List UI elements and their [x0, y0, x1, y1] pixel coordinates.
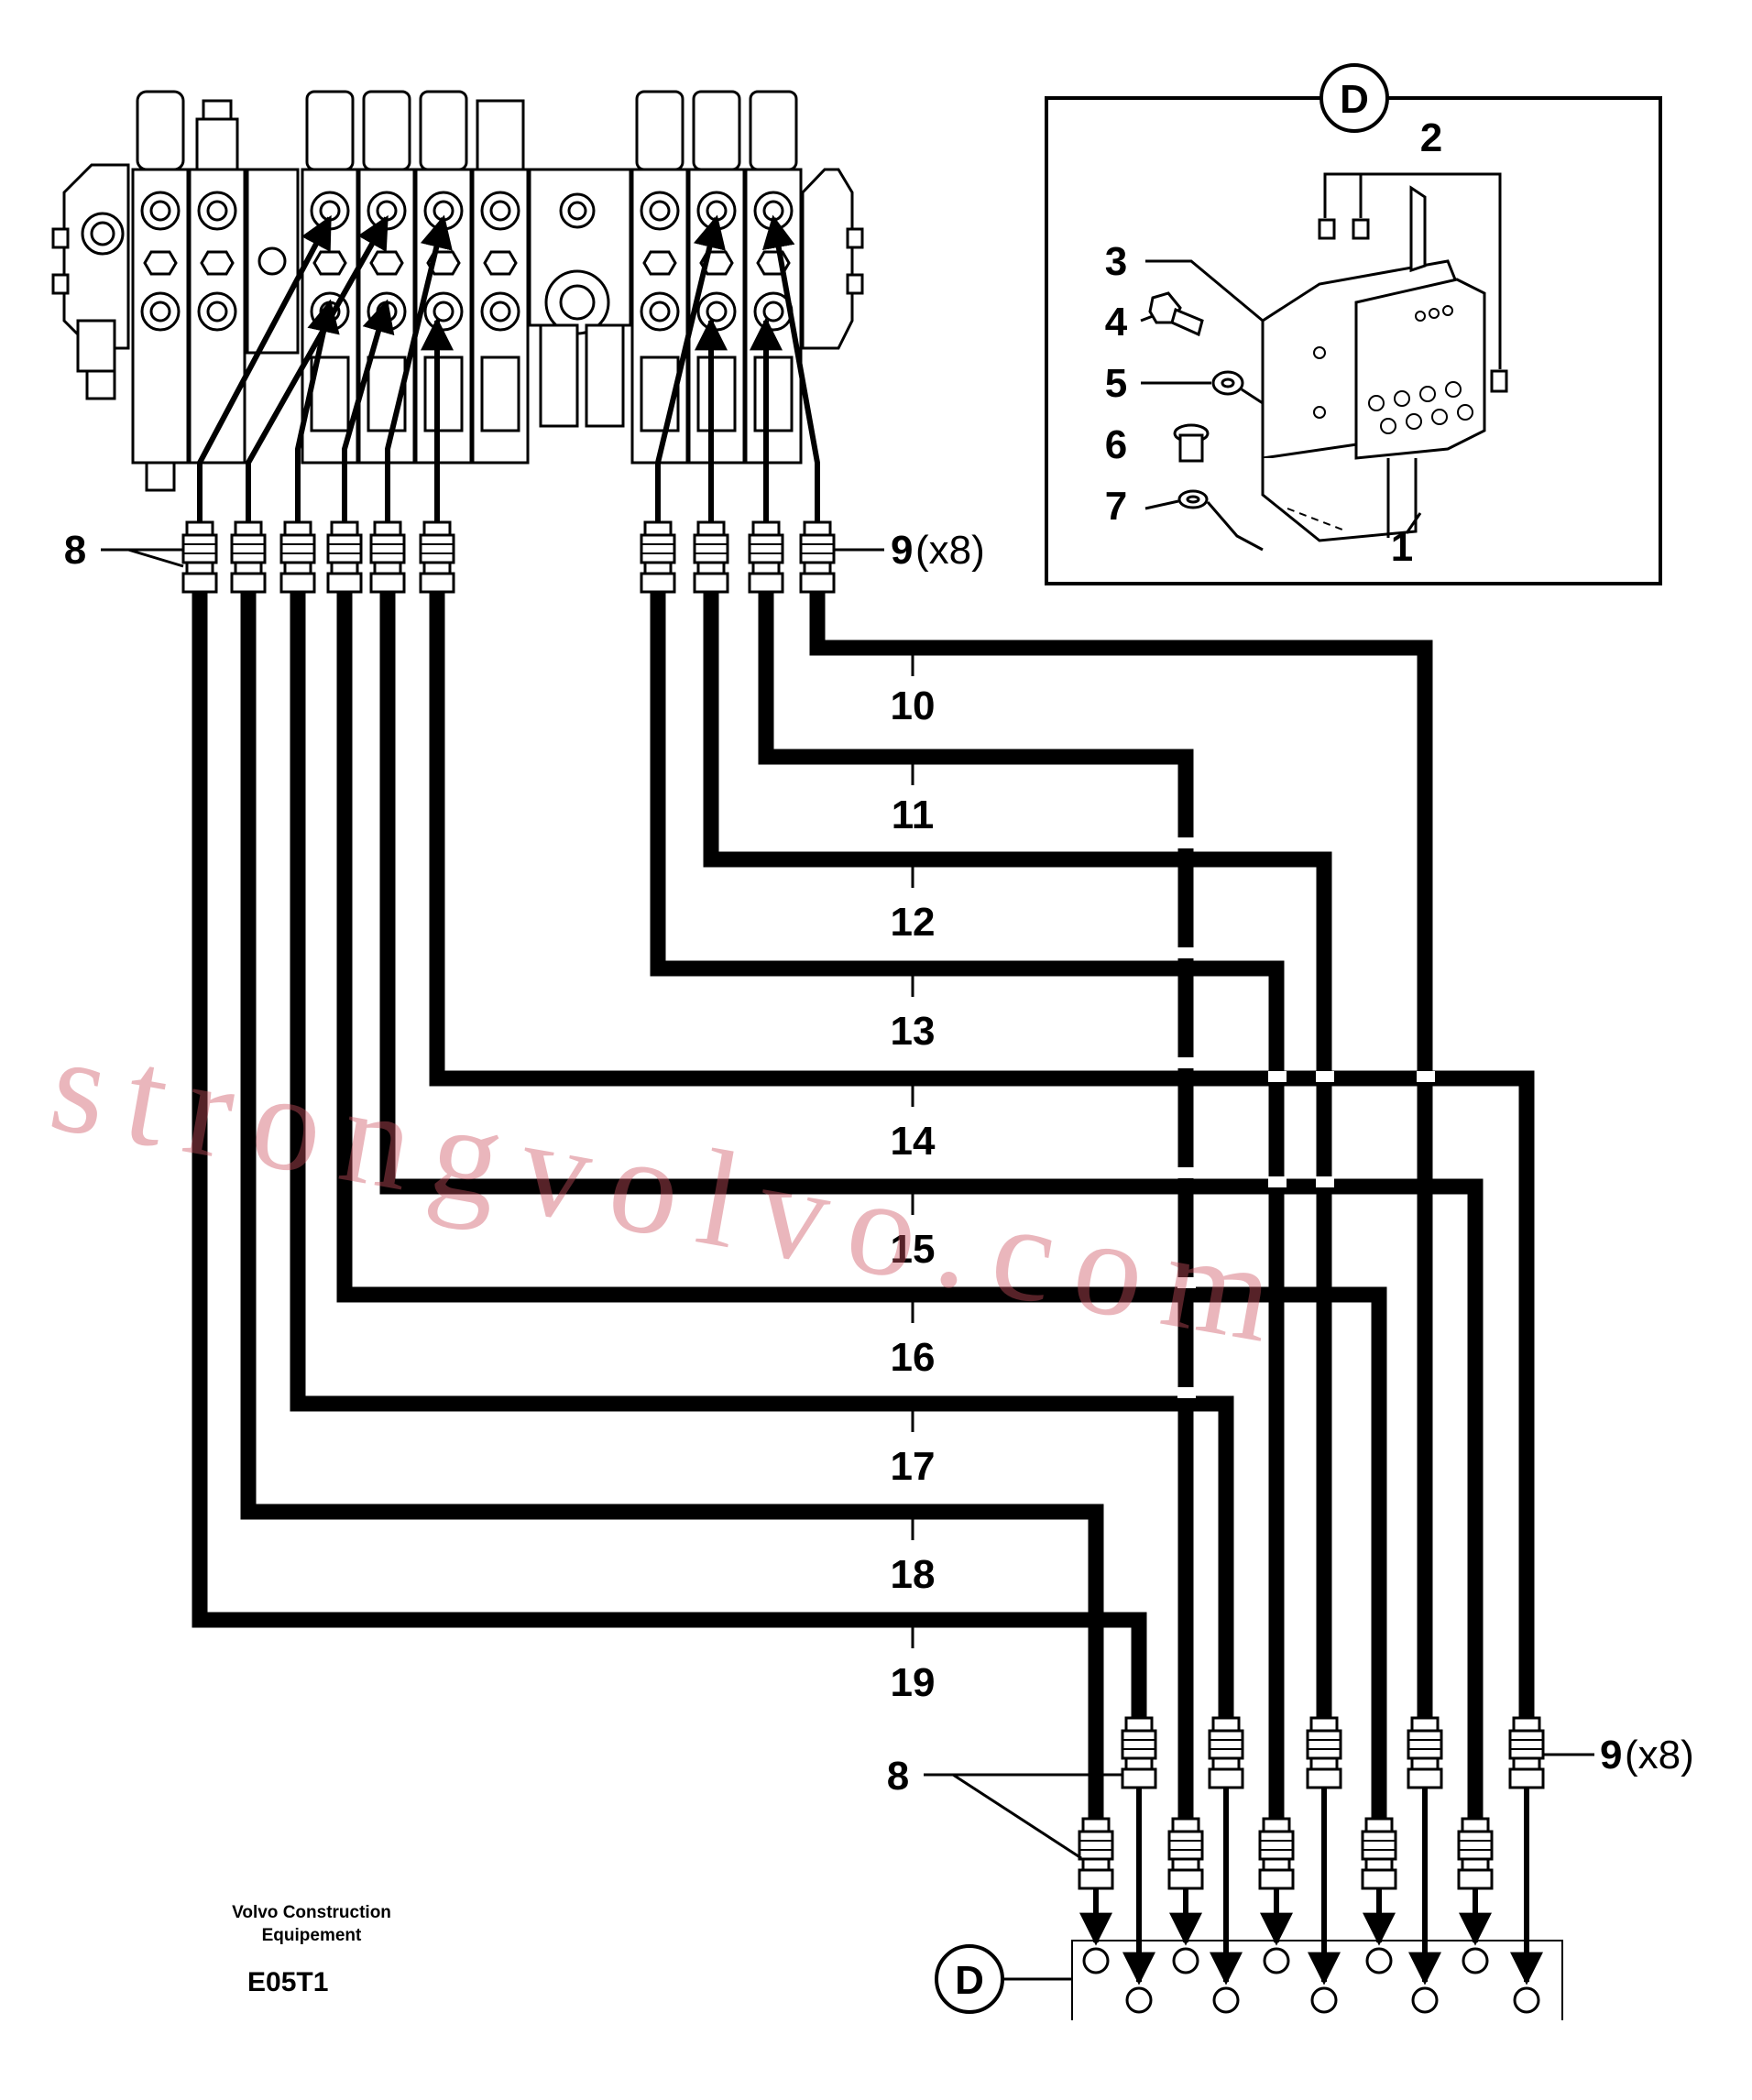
hose-label-10: 10 [891, 684, 936, 728]
drawing-code: E05T1 [247, 1967, 328, 1997]
control-valve-block-icon [51, 90, 864, 492]
label-9-bottom-qty: (x8) [1625, 1733, 1694, 1777]
label-8-top: 8 [64, 528, 86, 573]
label-9-top-qty: (x8) [915, 528, 985, 573]
callout-7: 7 [1105, 484, 1127, 529]
nipple-icon [1318, 218, 1508, 393]
detail-d-panel: D [1045, 63, 1662, 585]
hose-label-16: 16 [891, 1335, 936, 1380]
hose-label-17: 17 [891, 1444, 936, 1489]
hose-fitting-icon [181, 520, 836, 594]
callout-3: 3 [1105, 239, 1127, 284]
watermark: strongvolvo.com [40, 1007, 1305, 1375]
callout-6: 6 [1105, 422, 1127, 467]
bolt-icon [1173, 423, 1210, 463]
terminal-block-icon [1261, 185, 1486, 542]
publisher-line2: Equipement [262, 1926, 362, 1945]
label-8-bottom: 8 [887, 1754, 909, 1799]
hose-label-12: 12 [891, 900, 936, 945]
label-9-top: 9 [891, 528, 913, 573]
label-9-bottom: 9 [1600, 1733, 1622, 1777]
publisher-line1: Volvo Construction [232, 1903, 391, 1922]
callout-5: 5 [1105, 361, 1127, 406]
terminal-block-icon [1071, 1940, 1563, 2020]
hose-label-15: 15 [891, 1227, 936, 1272]
detail-tag-bottom: D [955, 1958, 984, 2003]
washer-icon [1177, 489, 1209, 509]
hose-label-18: 18 [891, 1552, 936, 1597]
hose-label-14: 14 [891, 1119, 936, 1164]
hose-label-11: 11 [892, 793, 935, 837]
callout-2: 2 [1420, 115, 1442, 160]
hose-label-19: 19 [891, 1660, 936, 1705]
washer-icon [1211, 370, 1244, 396]
callout-4: 4 [1105, 300, 1128, 345]
hoses [192, 586, 1535, 1819]
hose-label-13: 13 [891, 1009, 936, 1054]
bolt-icon [1148, 291, 1204, 337]
detail-tag-top: D [1340, 77, 1369, 122]
callout-1: 1 [1391, 525, 1413, 570]
